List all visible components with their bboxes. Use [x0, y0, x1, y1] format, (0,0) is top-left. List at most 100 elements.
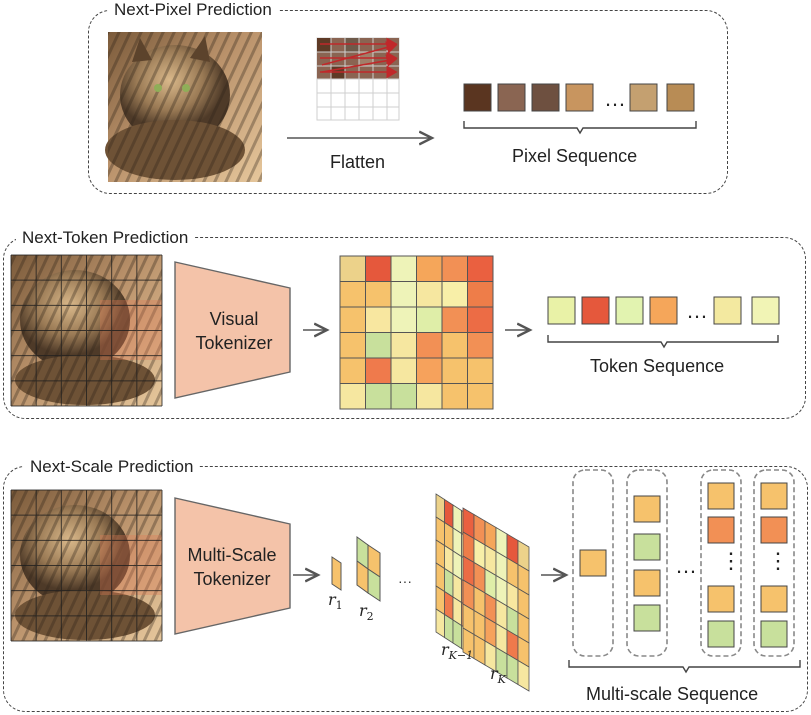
sequence-token — [633, 495, 661, 523]
token-grid-cell — [416, 255, 443, 282]
token-grid-cell — [416, 306, 443, 333]
sequence-token — [760, 516, 788, 544]
token-sequence-brace — [547, 335, 779, 349]
multiscale-tokenizer-line1: Multi-Scale — [187, 545, 277, 565]
token-seq-square — [615, 296, 644, 325]
sequence-token — [707, 516, 735, 544]
sequence-column — [700, 469, 742, 657]
scale-map-r2 — [356, 536, 381, 602]
rk-label: rK — [490, 664, 506, 687]
multiscale-tokenizer-line2: Tokenizer — [193, 569, 271, 589]
sequence-token — [633, 604, 661, 632]
pixel-sequence-ellipsis: … — [604, 86, 626, 111]
r2-label: r2 — [359, 601, 374, 624]
sequence-column — [572, 469, 614, 657]
token-grid-cell — [365, 281, 392, 308]
token-grid-cell — [467, 357, 494, 384]
token-grid-cell — [365, 306, 392, 333]
pixel-sequence-brace — [463, 121, 697, 135]
token-grid-cell — [441, 255, 468, 282]
sequence-token — [707, 482, 735, 510]
pixel-grid — [316, 37, 400, 121]
token-grid-cell — [339, 281, 366, 308]
token-grid-cell — [390, 332, 417, 359]
token-sequence — [547, 296, 780, 325]
token-grid-cell — [441, 383, 468, 410]
pixel-seq-square — [531, 83, 560, 112]
token-grid-cell — [390, 383, 417, 410]
sequence-token — [633, 533, 661, 561]
pixel-seq-square — [463, 83, 492, 112]
token-grid-cell — [339, 255, 366, 282]
token-seq-square — [581, 296, 610, 325]
token-grid-cell — [390, 255, 417, 282]
sequence-token — [579, 549, 607, 577]
token-grid-cell — [467, 332, 494, 359]
token-grid-cell — [467, 281, 494, 308]
token-seq-square — [751, 296, 780, 325]
pixel-seq-square — [629, 83, 658, 112]
token-grid-cell — [467, 255, 494, 282]
next-token-title: Next-Token Prediction — [16, 228, 195, 248]
next-pixel-panel — [88, 10, 728, 194]
pixel-seq-square — [565, 83, 594, 112]
visual-tokenizer-line2: Tokenizer — [195, 333, 273, 353]
token-grid-cell — [365, 332, 392, 359]
token-grid-cell — [467, 306, 494, 333]
maps-ellipsis: ··· — [398, 573, 412, 589]
sequence-token — [633, 569, 661, 597]
token-grid-cell — [339, 383, 366, 410]
token-grid-cell — [339, 332, 366, 359]
rk1-label: rK−1 — [441, 640, 474, 663]
token-sequence-ellipsis: … — [686, 298, 708, 323]
r1-label: r1 — [328, 590, 343, 613]
multiscale-sequence — [572, 469, 795, 657]
visual-tokenizer-label: Visual Tokenizer — [186, 307, 282, 355]
token-grid-cell — [441, 306, 468, 333]
pixel-sequence — [463, 83, 695, 112]
next-scale-panel — [3, 466, 808, 712]
token-grid-cell — [390, 281, 417, 308]
token-grid-cell — [365, 255, 392, 282]
token-grid-cell — [416, 383, 443, 410]
token-seq-square — [547, 296, 576, 325]
token-grid-cell — [365, 383, 392, 410]
sequence-token — [760, 620, 788, 648]
sequence-token — [707, 620, 735, 648]
cat-image-2 — [10, 254, 163, 407]
token-grid-cell — [416, 357, 443, 384]
multiscale-tokenizer-shape — [174, 497, 291, 635]
sequence-token — [760, 585, 788, 613]
token-seq-square — [713, 296, 742, 325]
next-token-panel — [3, 237, 806, 419]
token-grid-cell — [390, 357, 417, 384]
token-grid-cell — [416, 281, 443, 308]
next-pixel-title: Next-Pixel Prediction — [108, 0, 278, 20]
token-grid-cell — [365, 357, 392, 384]
token-seq-square — [649, 296, 678, 325]
next-scale-title: Next-Scale Prediction — [24, 457, 200, 477]
token-grid-cell — [390, 306, 417, 333]
vdots-col4: ⋮ — [767, 548, 789, 573]
token-grid — [339, 255, 494, 410]
token-grid-cell — [441, 281, 468, 308]
multiscale-sequence-brace — [568, 660, 801, 674]
token-grid-cell — [441, 332, 468, 359]
visual-tokenizer-line1: Visual — [209, 309, 259, 329]
cat-image-3 — [10, 489, 163, 642]
token-grid-cell — [441, 357, 468, 384]
multiscale-tokenizer-label: Multi-Scale Tokenizer — [176, 543, 288, 591]
multiscale-sequence-label: Multi-scale Sequence — [586, 684, 759, 704]
sequence-token — [760, 482, 788, 510]
pixel-seq-square — [497, 83, 526, 112]
token-sequence-label: Token Sequence — [590, 356, 725, 376]
scale-map-r1 — [331, 556, 342, 591]
token-grid-cell — [467, 383, 494, 410]
pixel-seq-square — [666, 83, 695, 112]
visual-tokenizer-shape — [174, 261, 291, 399]
sequence-column — [753, 469, 795, 657]
token-grid-cell — [416, 332, 443, 359]
pixel-sequence-label: Pixel Sequence — [512, 146, 638, 166]
token-grid-cell — [339, 357, 366, 384]
